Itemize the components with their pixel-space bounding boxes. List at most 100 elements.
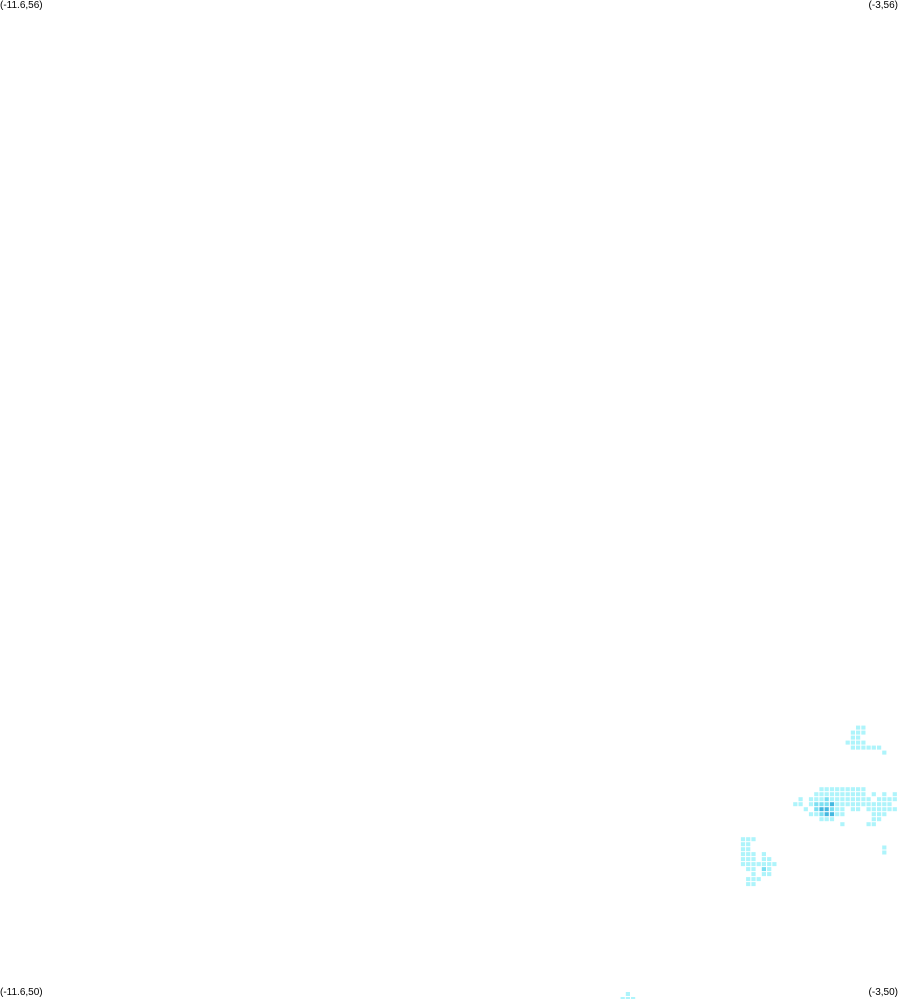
- grid-cell: [856, 745, 861, 750]
- corner-label-bottom-left: (-11.6,50): [0, 987, 43, 998]
- grid-cell: [740, 847, 746, 852]
- grid-cell: [840, 812, 845, 817]
- grid-cell: [772, 862, 777, 867]
- grid-cell: [746, 852, 751, 857]
- grid-cell: [625, 997, 630, 999]
- grid-cell: [835, 787, 840, 792]
- grid-cell: [756, 862, 761, 867]
- grid-cell: [850, 735, 855, 740]
- grid-cell: [866, 745, 871, 750]
- grid-cell: [829, 792, 835, 797]
- grid-cell: [740, 857, 746, 862]
- grid-cell: [856, 797, 861, 802]
- grid-cell: [746, 837, 751, 842]
- grid-cell: [829, 807, 835, 812]
- grid-cell: [850, 797, 855, 802]
- grid-cell: [819, 812, 824, 817]
- grid-cell: [877, 745, 882, 750]
- grid-cell: [840, 822, 845, 827]
- grid-cell: [840, 807, 845, 812]
- grid-cell: [767, 867, 772, 872]
- grid-cell: [882, 750, 887, 755]
- grid-cell: [882, 807, 887, 812]
- grid-cell: [751, 862, 756, 867]
- grid-cell: [819, 802, 824, 807]
- grid-cell: [856, 735, 861, 740]
- grid-cell: [871, 792, 876, 797]
- grid-cell: [740, 862, 746, 867]
- grid-cell: [850, 730, 855, 735]
- grid-cell: [814, 792, 819, 797]
- grid-cell: [877, 807, 882, 812]
- grid-cell: [845, 792, 850, 797]
- grid-cell: [746, 882, 751, 887]
- grid-cell: [840, 797, 845, 802]
- grid-cell: [824, 787, 829, 792]
- grid-cell: [856, 787, 861, 792]
- grid-cell: [861, 745, 866, 750]
- grid-cell: [751, 872, 756, 877]
- grid-cell: [761, 872, 766, 877]
- grid-cell: [850, 802, 855, 807]
- grid-cell: [856, 740, 861, 745]
- grid-cell: [746, 877, 751, 882]
- grid-cell: [740, 852, 746, 857]
- grid-cell: [856, 807, 861, 812]
- grid-cell: [631, 997, 636, 999]
- grid-cell: [767, 872, 772, 877]
- grid-cell: [751, 882, 756, 887]
- grid-cell: [803, 807, 808, 812]
- grid-cell: [892, 807, 897, 812]
- grid-cell: [882, 845, 887, 850]
- grid-cell: [861, 802, 866, 807]
- grid-cell: [829, 817, 835, 822]
- grid-cell: [877, 802, 882, 807]
- grid-cell: [861, 740, 866, 745]
- corner-label-top-right: (-3,56): [868, 0, 898, 11]
- grid-cell: [824, 807, 829, 812]
- grid-cell: [746, 842, 751, 847]
- grid-cell: [877, 797, 882, 802]
- grid-cell: [740, 837, 746, 842]
- grid-cell: [871, 802, 876, 807]
- grid-cell: [751, 877, 756, 882]
- grid-cell: [861, 792, 866, 797]
- grid-cell: [856, 802, 861, 807]
- grid-cell: [824, 792, 829, 797]
- grid-cell: [887, 807, 892, 812]
- grid-cell: [829, 797, 835, 802]
- grid-cell: [892, 792, 897, 797]
- grid-cell: [835, 802, 840, 807]
- grid-cell: [824, 812, 829, 817]
- corner-label-top-left: (-11.6,56): [0, 0, 43, 11]
- grid-cell: [882, 792, 887, 797]
- grid-cell: [814, 797, 819, 802]
- grid-cell: [814, 802, 819, 807]
- grid-cell: [861, 730, 866, 735]
- grid-cell: [845, 797, 850, 802]
- grid-cell: [871, 745, 876, 750]
- grid-cell: [866, 807, 871, 812]
- grid-cell: [761, 857, 766, 862]
- grid-cell: [740, 842, 746, 847]
- grid-cell: [798, 797, 803, 802]
- grid-cell: [845, 802, 850, 807]
- grid-cell: [845, 740, 850, 745]
- grid-cell: [767, 862, 772, 867]
- grid-cell: [829, 787, 835, 792]
- grid-cell: [856, 730, 861, 735]
- grid-cell: [882, 812, 887, 817]
- grid-cell: [746, 857, 751, 862]
- grid-cell: [808, 797, 814, 802]
- grid-cell: [751, 852, 756, 857]
- grid-cell: [829, 812, 835, 817]
- grid-cell: [877, 812, 882, 817]
- grid-cell: [835, 807, 840, 812]
- grid-cell: [871, 822, 876, 827]
- grid-cell: [887, 797, 892, 802]
- grid-cell: [819, 797, 824, 802]
- grid-cell: [850, 745, 855, 750]
- grid-cell: [746, 862, 751, 867]
- grid-cell: [767, 857, 772, 862]
- grid-cell: [835, 812, 840, 817]
